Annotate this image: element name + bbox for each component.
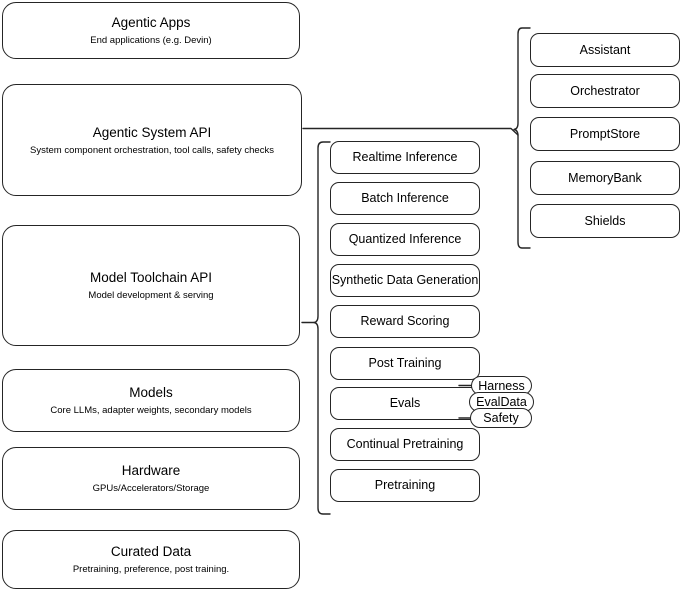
capability-label: Synthetic Data Generation	[331, 273, 479, 287]
bracket-toolchain-capabilities	[313, 141, 331, 515]
layer-subtitle: Core LLMs, adapter weights, secondary mo…	[50, 405, 252, 416]
layer-box-curated-data[interactable]: Curated Data Pretraining, preference, po…	[2, 530, 300, 589]
layer-title: Models	[129, 385, 173, 400]
layer-box-agentic-apps[interactable]: Agentic Apps End applications (e.g. Devi…	[2, 2, 300, 59]
capability-label: Realtime Inference	[352, 150, 458, 164]
layer-box-models[interactable]: Models Core LLMs, adapter weights, secon…	[2, 369, 300, 432]
capability-label: Pretraining	[374, 478, 436, 492]
capability-evals[interactable]: Evals	[330, 387, 480, 420]
component-orchestrator[interactable]: Orchestrator	[530, 74, 680, 108]
capability-label: Evals	[389, 396, 421, 410]
capability-synthetic-data-generation[interactable]: Synthetic Data Generation	[330, 264, 480, 297]
layer-box-hardware[interactable]: Hardware GPUs/Accelerators/Storage	[2, 447, 300, 510]
component-label: MemoryBank	[568, 170, 642, 185]
capability-continual-pretraining[interactable]: Continual Pretraining	[330, 428, 480, 461]
layer-title: Agentic Apps	[111, 15, 191, 30]
capability-quantized-inference[interactable]: Quantized Inference	[330, 223, 480, 256]
component-shields[interactable]: Shields	[530, 204, 680, 238]
layer-title: Model Toolchain API	[89, 270, 213, 285]
connector-system-api-to-components	[302, 127, 519, 136]
component-assistant[interactable]: Assistant	[530, 33, 680, 67]
layer-subtitle: Pretraining, preference, post training.	[72, 564, 230, 575]
evals-subcomponent-safety[interactable]: Safety	[470, 408, 532, 428]
component-label: Orchestrator	[570, 83, 640, 98]
layer-subtitle: End applications (e.g. Devin)	[90, 35, 212, 46]
component-label: Assistant	[579, 42, 631, 57]
layer-subtitle: System component orchestration, tool cal…	[30, 144, 274, 156]
layer-subtitle: Model development & serving	[88, 290, 214, 301]
component-label: PromptStore	[569, 126, 641, 141]
evals-subcomponent-label: Safety	[483, 411, 519, 425]
capability-realtime-inference[interactable]: Realtime Inference	[330, 141, 480, 174]
component-promptstore[interactable]: PromptStore	[530, 117, 680, 151]
capability-label: Quantized Inference	[348, 232, 462, 246]
layer-subtitle: GPUs/Accelerators/Storage	[92, 483, 210, 494]
capability-label: Reward Scoring	[360, 314, 450, 328]
evals-subcomponent-label: EvalData	[476, 395, 527, 409]
layer-title: Curated Data	[110, 544, 192, 559]
evals-subcomponent-label: Harness	[478, 378, 525, 393]
layer-box-model-toolchain-api[interactable]: Model Toolchain API Model development & …	[2, 225, 300, 346]
layer-title: Agentic System API	[92, 124, 212, 140]
capability-pretraining[interactable]: Pretraining	[330, 469, 480, 502]
capability-post-training[interactable]: Post Training	[330, 347, 480, 380]
layer-title: Hardware	[121, 463, 181, 478]
capability-batch-inference[interactable]: Batch Inference	[330, 182, 480, 215]
layer-box-agentic-system-api[interactable]: Agentic System API System component orch…	[2, 84, 302, 196]
capability-reward-scoring[interactable]: Reward Scoring	[330, 305, 480, 338]
component-memorybank[interactable]: MemoryBank	[530, 161, 680, 195]
bracket-agentic-system-components	[513, 27, 531, 249]
capability-label: Batch Inference	[361, 191, 449, 205]
evals-subcomponent-evaldata[interactable]: EvalData	[469, 392, 534, 412]
component-label: Shields	[584, 213, 626, 228]
capability-label: Post Training	[368, 356, 442, 370]
capability-label: Continual Pretraining	[346, 437, 464, 451]
